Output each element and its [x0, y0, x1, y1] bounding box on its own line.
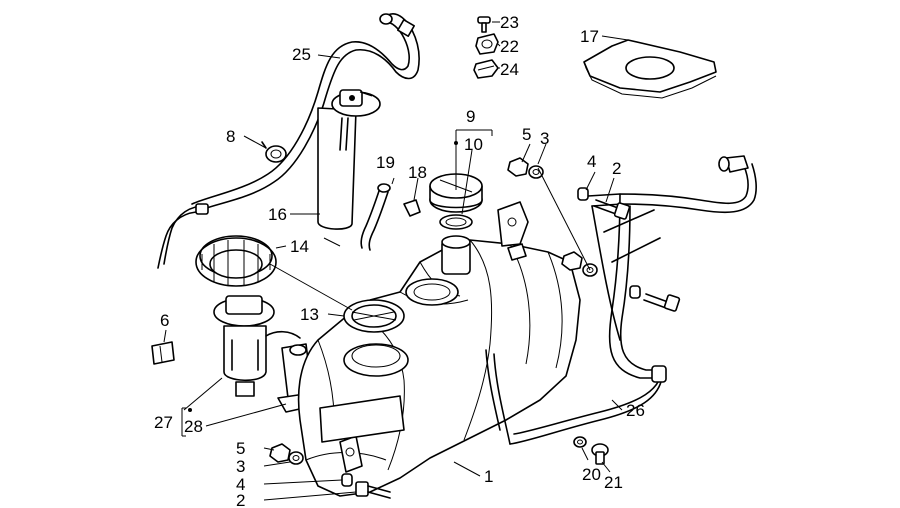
label-22: 22 — [500, 37, 519, 56]
bolt-2-mid — [643, 293, 681, 312]
label-25: 25 — [292, 45, 311, 64]
pump-gasket — [343, 299, 405, 333]
label-9: 9 — [466, 107, 475, 126]
label-1: 1 — [484, 467, 493, 486]
leader-lines — [163, 21, 629, 501]
upper-breather-hose — [191, 13, 420, 213]
bolt-2-upper — [593, 199, 631, 220]
clip-22 — [475, 33, 499, 55]
label-10: 10 — [464, 135, 483, 154]
spacer-4-upper — [577, 187, 589, 201]
label-24: 24 — [500, 60, 519, 79]
nut-24 — [473, 59, 499, 79]
spacer-4-mid — [629, 285, 641, 299]
label-21: 21 — [604, 473, 623, 492]
label-2-top: 2 — [612, 159, 621, 178]
label-19: 19 — [376, 153, 395, 172]
label-13: 13 — [300, 305, 319, 324]
label-4-top: 4 — [587, 152, 596, 171]
label-5-top: 5 — [522, 125, 531, 144]
breather-tube-19 — [360, 183, 391, 251]
label-27: 27 — [154, 413, 173, 432]
label-3-top: 3 — [540, 129, 549, 148]
grommet-6 — [151, 341, 175, 365]
spacer-4-lower — [341, 473, 353, 487]
screw-21 — [591, 443, 609, 465]
label-2-bottom: 2 — [236, 491, 245, 508]
heat-shield-plate — [583, 39, 717, 99]
screw-23 — [477, 16, 491, 33]
hose-clamp-8 — [261, 141, 287, 163]
label-8: 8 — [226, 127, 235, 146]
washer-3-upper — [528, 165, 544, 179]
nut-5-mid — [561, 251, 583, 271]
bolt-2-lower — [355, 481, 391, 499]
pump-lock-ring — [195, 235, 277, 287]
label-26: 26 — [626, 401, 645, 420]
label-6: 6 — [160, 311, 169, 330]
washer-20 — [573, 436, 587, 448]
label-3-bottom: 3 — [236, 457, 245, 476]
label-17: 17 — [580, 27, 599, 46]
label-4-bottom: 4 — [236, 475, 245, 494]
fuel-level-sender — [317, 89, 381, 230]
tank-frame — [485, 155, 757, 445]
label-18: 18 — [408, 163, 427, 182]
fuel-tank — [297, 201, 581, 497]
cap-gasket — [439, 214, 473, 230]
label-14: 14 — [290, 237, 309, 256]
left-hose-segment — [157, 203, 209, 269]
nut-5-lower — [269, 443, 291, 463]
label-23: 23 — [500, 13, 519, 32]
label-5-bottom: 5 — [236, 439, 245, 458]
part-labels: 23 22 24 17 25 8 9 10 5 3 4 2 19 18 16 1… — [154, 13, 645, 508]
clip-18 — [403, 199, 421, 217]
nut-5-upper — [507, 157, 529, 177]
label-28: 28 — [184, 417, 203, 436]
washer-3-lower — [288, 451, 304, 465]
label-16: 16 — [268, 205, 287, 224]
label-20: 20 — [582, 465, 601, 484]
